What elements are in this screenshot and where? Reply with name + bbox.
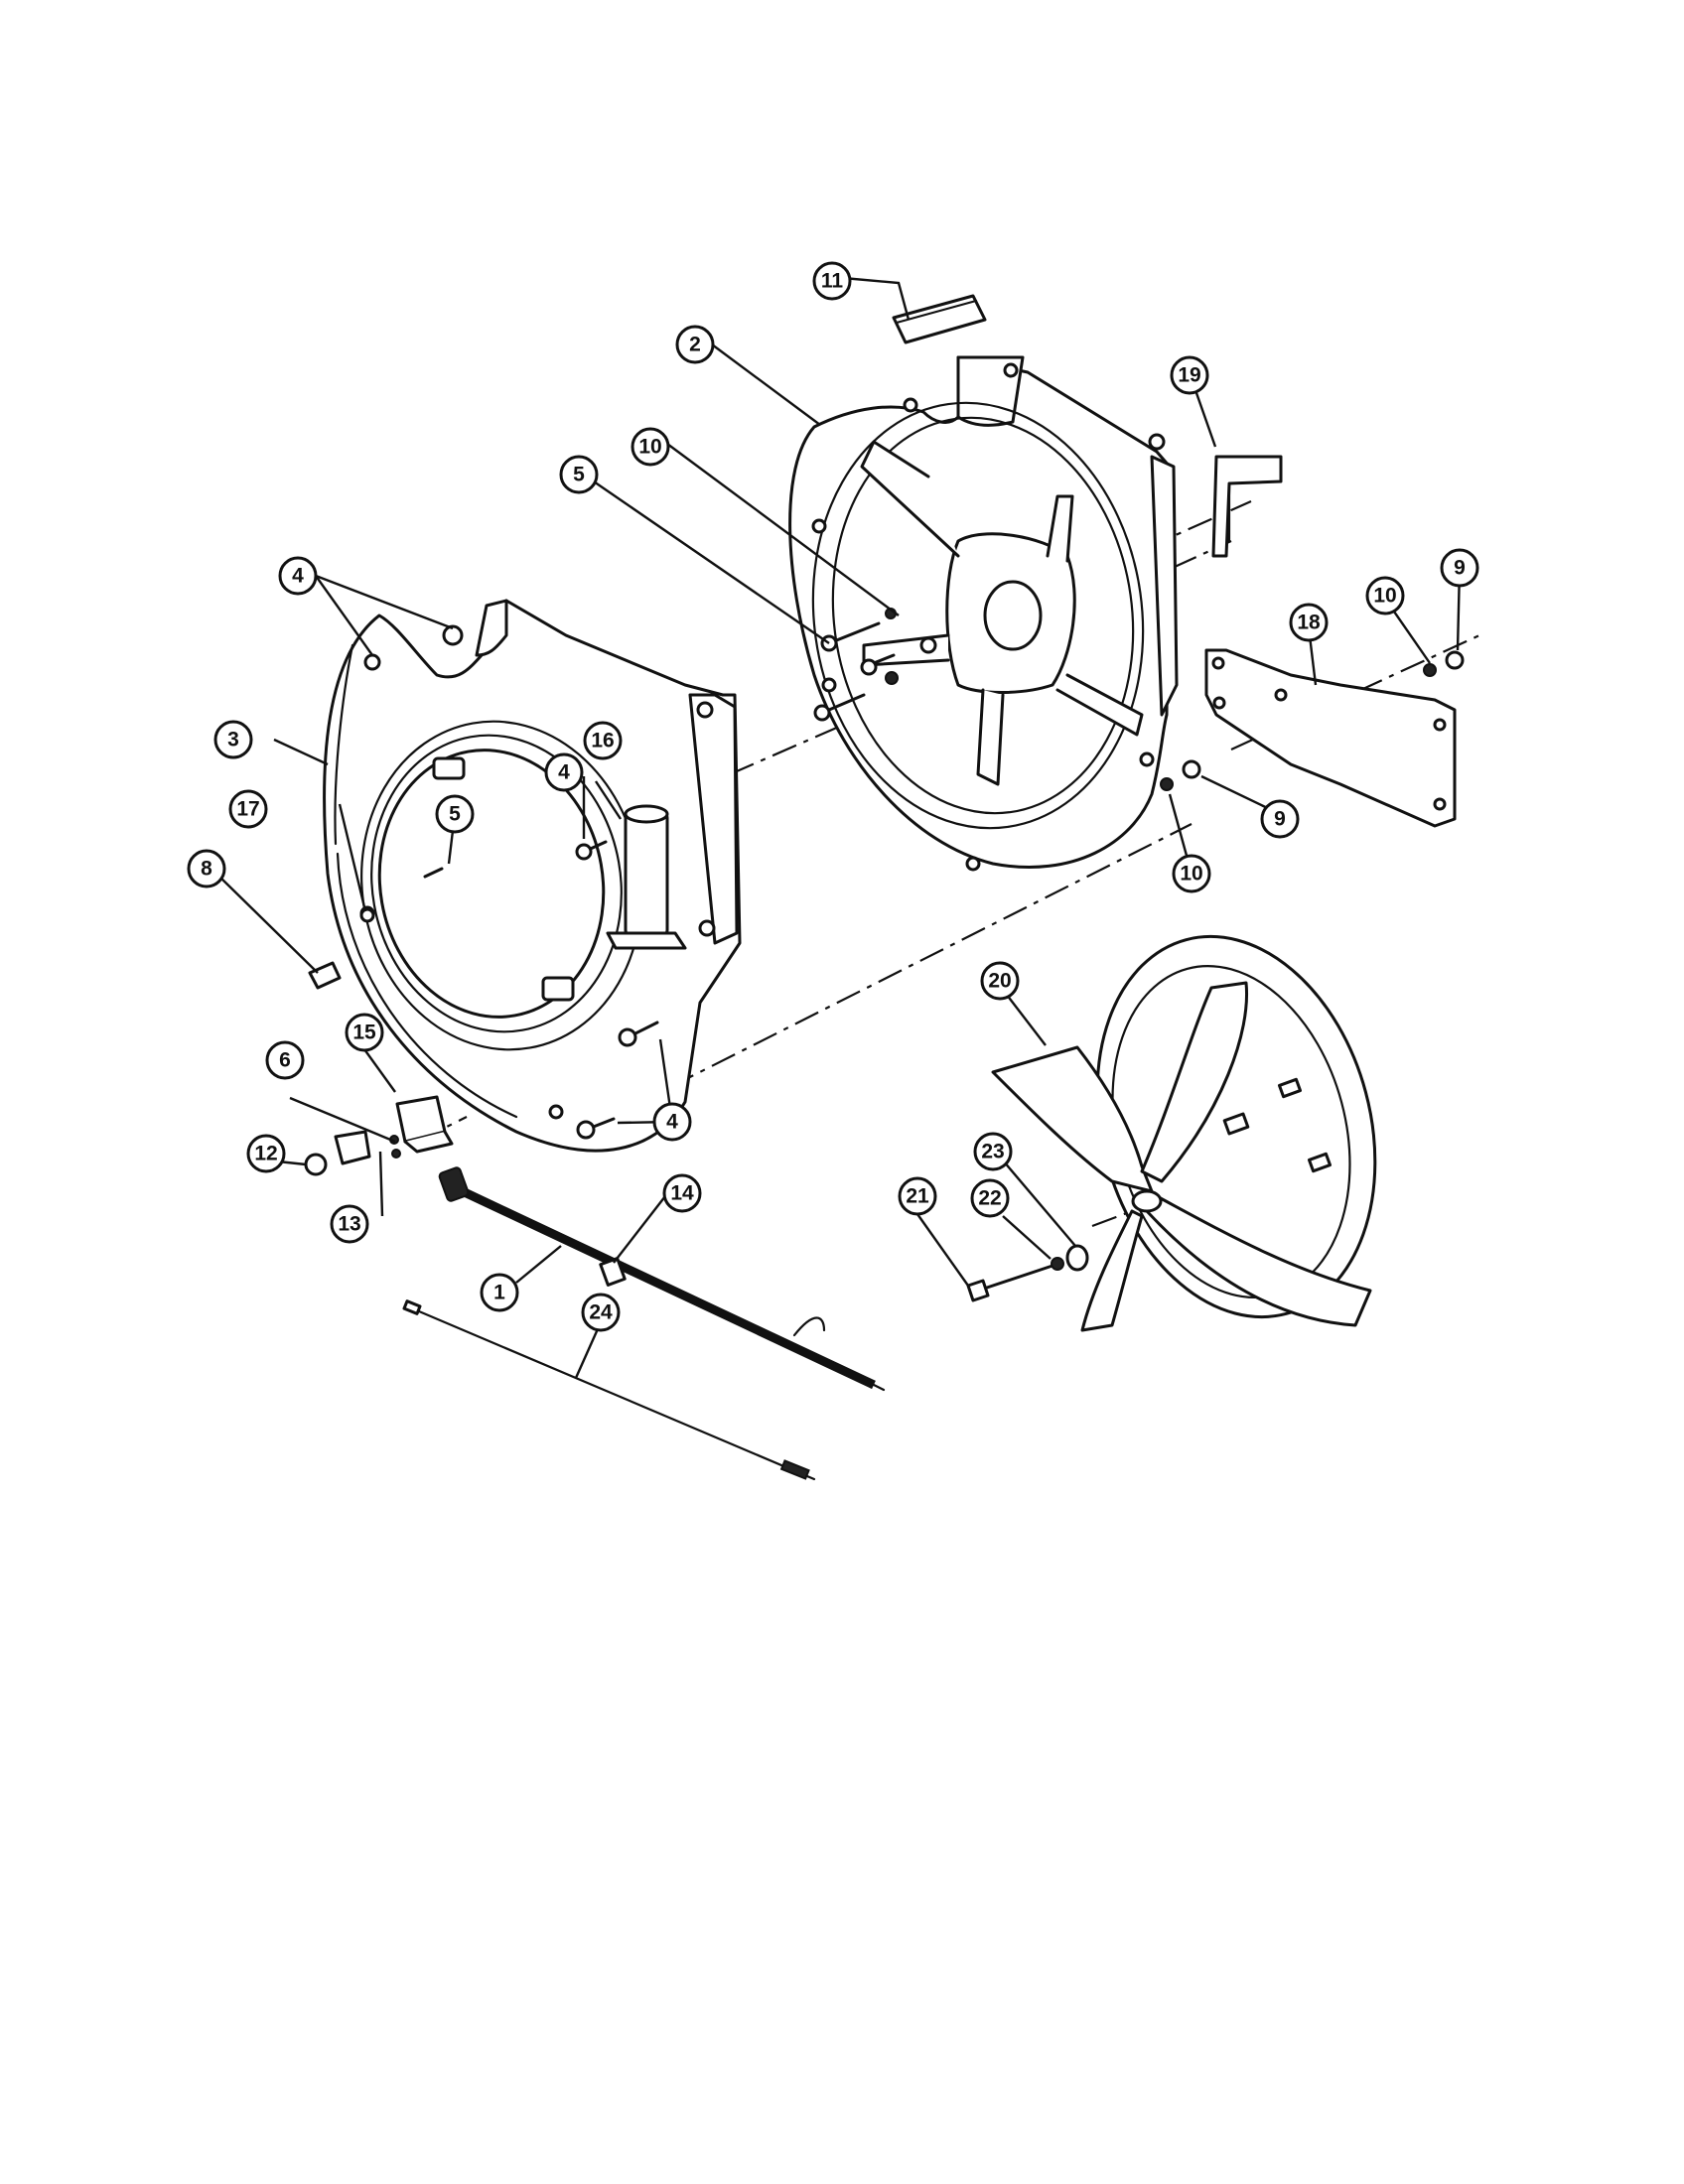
svg-text:15: 15 bbox=[352, 1022, 376, 1044]
callout-1: 1 bbox=[480, 1273, 519, 1312]
callout-21: 21 bbox=[898, 1176, 937, 1216]
svg-text:9: 9 bbox=[1454, 557, 1466, 580]
svg-text:10: 10 bbox=[1180, 863, 1202, 886]
callout-19: 19 bbox=[1170, 355, 1209, 395]
callout-3: 3 bbox=[213, 720, 253, 759]
svg-text:23: 23 bbox=[981, 1141, 1004, 1163]
callout-10-hub: 10 bbox=[631, 427, 670, 467]
svg-text:20: 20 bbox=[988, 970, 1011, 993]
callout-10-right: 10 bbox=[1365, 576, 1405, 615]
callout-4-top: 4 bbox=[278, 556, 318, 596]
tube-support bbox=[606, 804, 687, 950]
callout-4-bottom: 4 bbox=[652, 1102, 692, 1142]
svg-text:19: 19 bbox=[1178, 364, 1200, 387]
svg-text:1: 1 bbox=[493, 1282, 505, 1304]
callout-6: 6 bbox=[265, 1040, 305, 1080]
svg-text:12: 12 bbox=[254, 1143, 277, 1165]
svg-text:8: 8 bbox=[201, 858, 212, 881]
callout-11: 11 bbox=[812, 261, 852, 301]
wiring-harness bbox=[438, 1166, 886, 1392]
svg-text:5: 5 bbox=[573, 464, 585, 486]
callout-4-middle: 4 bbox=[544, 752, 584, 792]
svg-text:22: 22 bbox=[978, 1187, 1001, 1210]
callout-22: 22 bbox=[970, 1178, 1010, 1218]
callout-24: 24 bbox=[581, 1293, 621, 1332]
cable bbox=[402, 1299, 816, 1481]
callout-10-lower: 10 bbox=[1172, 854, 1211, 893]
callout-12: 12 bbox=[246, 1134, 286, 1173]
svg-text:4: 4 bbox=[558, 761, 570, 784]
deflector-flap bbox=[892, 294, 987, 344]
callout-2: 2 bbox=[675, 325, 715, 364]
callout-14: 14 bbox=[662, 1173, 702, 1213]
callout-15: 15 bbox=[345, 1013, 384, 1052]
callout-9-lower: 9 bbox=[1260, 799, 1300, 839]
callout-23: 23 bbox=[973, 1132, 1013, 1171]
svg-text:6: 6 bbox=[279, 1049, 291, 1072]
callout-18: 18 bbox=[1289, 603, 1329, 642]
callout-5-front: 5 bbox=[435, 794, 475, 834]
svg-text:2: 2 bbox=[689, 334, 701, 356]
svg-text:3: 3 bbox=[227, 729, 239, 751]
svg-text:17: 17 bbox=[236, 798, 259, 821]
blower-housing-front bbox=[323, 599, 742, 1153]
svg-text:13: 13 bbox=[338, 1213, 360, 1236]
svg-text:9: 9 bbox=[1274, 808, 1286, 831]
svg-text:18: 18 bbox=[1297, 612, 1321, 634]
svg-text:10: 10 bbox=[638, 436, 661, 459]
svg-text:24: 24 bbox=[589, 1301, 613, 1324]
callout-17: 17 bbox=[228, 789, 268, 829]
svg-text:4: 4 bbox=[292, 565, 304, 588]
callout-8: 8 bbox=[187, 849, 226, 888]
callout-13: 13 bbox=[330, 1204, 369, 1244]
svg-text:5: 5 bbox=[449, 803, 461, 826]
chute-bracket bbox=[1211, 455, 1283, 558]
svg-text:14: 14 bbox=[670, 1182, 694, 1205]
svg-text:11: 11 bbox=[821, 270, 844, 293]
callout-9-right: 9 bbox=[1440, 548, 1479, 588]
shield-plate bbox=[1204, 648, 1457, 828]
impeller bbox=[991, 934, 1377, 1332]
callout-5-rear: 5 bbox=[559, 455, 599, 494]
hardware-fasteners bbox=[304, 608, 1465, 1302]
callout-20: 20 bbox=[980, 961, 1020, 1001]
svg-text:21: 21 bbox=[906, 1185, 929, 1208]
callout-16: 16 bbox=[583, 721, 623, 760]
svg-text:10: 10 bbox=[1373, 585, 1396, 608]
blower-housing-rear bbox=[788, 355, 1179, 872]
svg-text:4: 4 bbox=[666, 1111, 678, 1134]
svg-text:16: 16 bbox=[591, 730, 614, 752]
